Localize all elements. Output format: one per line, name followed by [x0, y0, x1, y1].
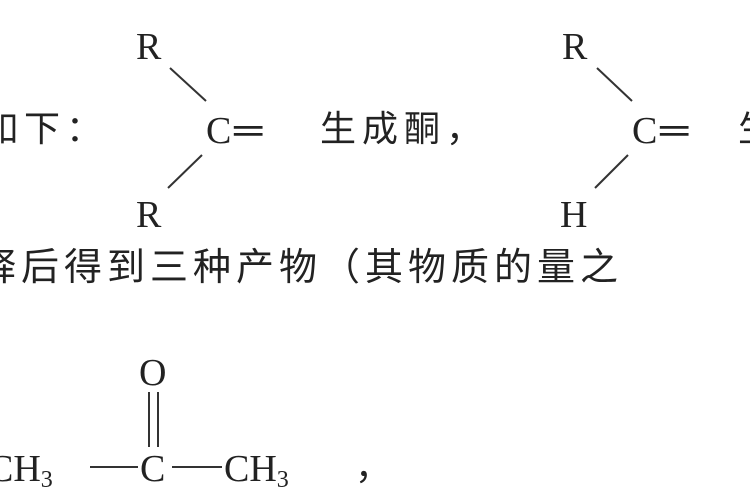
trailing-comma: ，	[355, 447, 398, 488]
ketone-text: 生成酮，	[320, 109, 489, 150]
ketone-r-bottom: R	[136, 194, 162, 236]
line2-text: 释后得到三种产物（其物质的量之	[0, 245, 624, 289]
left-methyl: CH3	[0, 448, 53, 493]
aldehyde-double-bond: ═	[660, 107, 689, 152]
bond-ketone-bottom	[167, 154, 203, 189]
aldehyde-h-bottom: H	[560, 194, 588, 236]
aldehyde-carbon: C	[632, 110, 658, 152]
central-carbon: C	[140, 448, 166, 490]
line1-prefix: 如下：	[0, 109, 109, 150]
bond-aldehyde-bottom	[594, 154, 629, 189]
ketone-carbon: C	[206, 110, 232, 152]
ketone-r-top: R	[136, 26, 162, 68]
bond-aldehyde-top	[596, 67, 633, 102]
oxygen-atom: O	[139, 352, 167, 394]
aldehyde-text-partial: 生	[738, 112, 750, 148]
ketone-double-bond: ═	[234, 107, 263, 152]
bond-ketone-top	[169, 67, 207, 102]
right-methyl: CH3	[224, 448, 289, 493]
aldehyde-r-top: R	[562, 26, 588, 68]
